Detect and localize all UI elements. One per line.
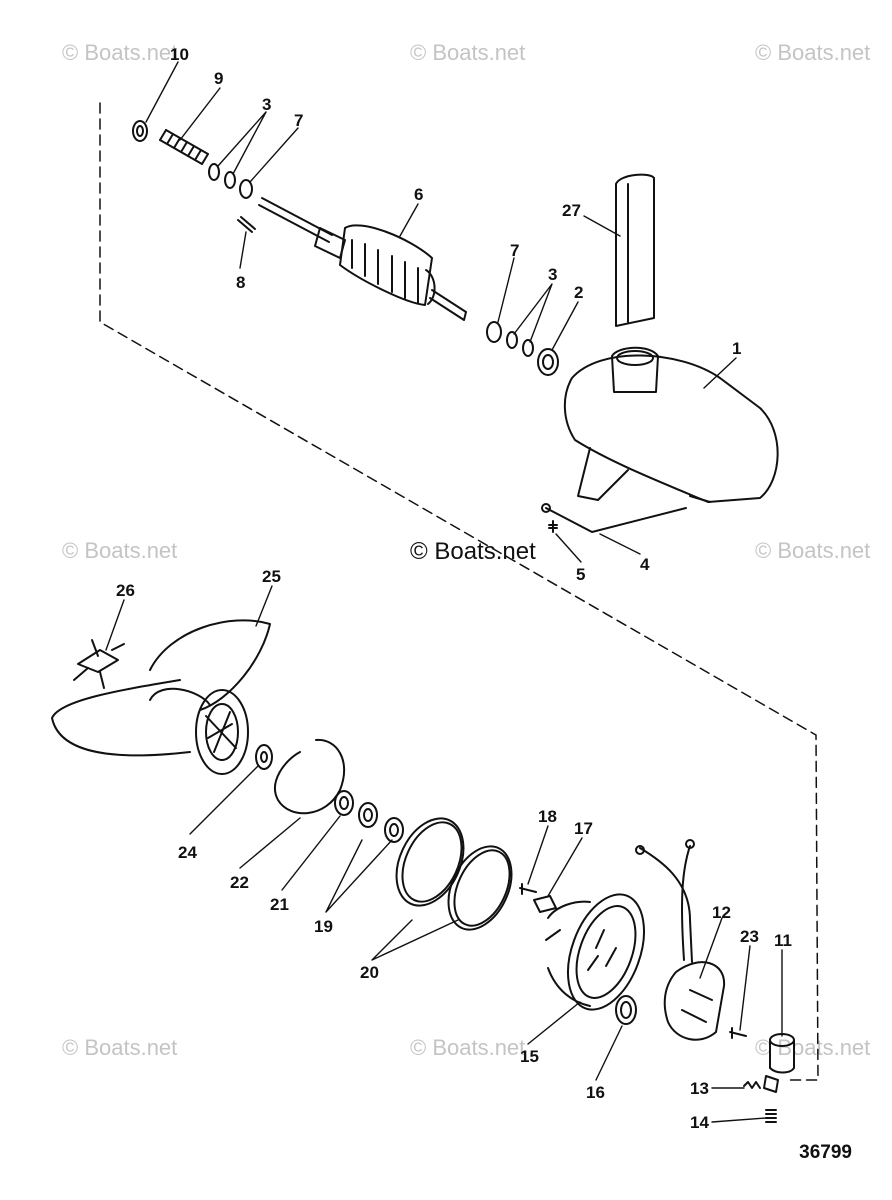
callout-7-upper: 7: [294, 111, 303, 130]
callout-22: 22: [230, 873, 249, 892]
part-22-snap-ring: [274, 738, 346, 815]
callout-11: 11: [774, 931, 792, 950]
callout-26: 26: [116, 581, 135, 600]
callout-3-upper: 3: [262, 95, 271, 114]
callout-4: 4: [640, 555, 650, 574]
part-24-washer: [255, 744, 273, 770]
part-26-prop-nut: [73, 639, 125, 689]
part-19-washers: [358, 802, 404, 843]
callout-8: 8: [236, 273, 245, 292]
part-7-ring-b: [486, 321, 502, 343]
callout-19: 19: [314, 917, 333, 936]
watermark-bottom-left: © Boats.net: [62, 1035, 178, 1060]
part-7-ring-a: [239, 179, 253, 199]
part-11-sleeve: [769, 1033, 795, 1074]
callout-25: 25: [262, 567, 281, 586]
watermark-bottom-center: © Boats.net: [410, 1035, 526, 1060]
callout-5: 5: [576, 565, 585, 584]
watermark-top-right: © Boats.net: [755, 40, 871, 65]
callout-6: 6: [414, 185, 423, 204]
part-8-key: [237, 216, 256, 233]
part-16-bearing: [615, 995, 637, 1025]
callout-16: 16: [586, 1083, 605, 1102]
part-21-washer: [334, 790, 354, 816]
callout-17: 17: [574, 819, 593, 838]
watermark-top-center: © Boats.net: [410, 40, 526, 65]
part-1-housing: [563, 346, 779, 503]
watermark-mid-left: © Boats.net: [62, 538, 178, 563]
part-3-shim-c: [506, 331, 518, 349]
callout-9: 9: [214, 69, 223, 88]
callout-21: 21: [270, 895, 289, 914]
part-2-bearing: [537, 348, 559, 376]
part-13-brush: [743, 1075, 779, 1093]
part-15-end-cap: [545, 893, 645, 1011]
watermark-top-left: © Boats.net: [62, 40, 178, 65]
part-5-screw: [548, 520, 558, 533]
part-18-screw: [519, 883, 537, 895]
callout-2: 2: [574, 283, 583, 302]
callout-15: 15: [520, 1047, 539, 1066]
part-25-propeller: [51, 619, 271, 775]
assembly-outline: [99, 102, 819, 1081]
part-4-wire: [541, 503, 687, 533]
callout-24: 24: [178, 843, 197, 862]
part-17-clip: [533, 895, 557, 913]
callout-20: 20: [360, 963, 379, 982]
callout-7-lower: 7: [510, 241, 519, 260]
callout-27: 27: [562, 201, 581, 220]
part-20-o-rings: [395, 817, 513, 931]
drawing-number: 36799: [799, 1142, 852, 1163]
callout-18: 18: [538, 807, 557, 826]
part-12-brush-holder: [635, 839, 726, 1041]
callout-23: 23: [740, 927, 759, 946]
callout-14: 14: [690, 1113, 709, 1132]
part-27-tube: [615, 173, 655, 327]
callout-12: 12: [712, 903, 731, 922]
watermark-bottom-right: © Boats.net: [755, 1035, 871, 1060]
callout-10: 10: [170, 45, 189, 64]
watermark-mid-right: © Boats.net: [755, 538, 871, 563]
part-9-spring: [159, 129, 209, 165]
callout-1: 1: [732, 339, 741, 358]
leader-lines: [105, 61, 783, 1123]
callout-13: 13: [690, 1079, 709, 1098]
part-3-shim-a: [208, 163, 220, 181]
part-14-spring: [765, 1109, 777, 1123]
part-3-shim-b: [224, 171, 236, 189]
part-6-armature: [258, 197, 467, 321]
part-3-shim-d: [522, 339, 534, 357]
part-10-washer: [132, 120, 148, 142]
part-23-screw: [729, 1027, 747, 1039]
callout-3-lower: 3: [548, 265, 557, 284]
